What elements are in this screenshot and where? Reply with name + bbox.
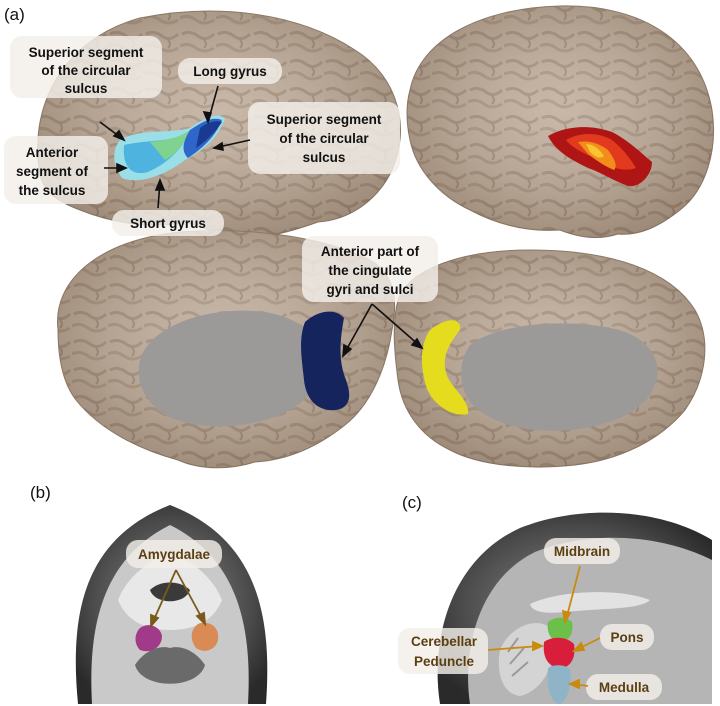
arrow-cingulate-left [343,303,373,355]
label-superior-segment-right-line1: Superior segment [267,112,382,127]
label-pons: Pons [600,624,654,650]
label-short-gyrus-text: Short gyrus [130,216,206,231]
label-superior-segment-left-line1: Superior segment [29,45,144,60]
label-superior-segment-left: Superior segment of the circular sulcus [10,36,162,98]
label-anterior-segment-line2: segment of [16,164,89,179]
label-midbrain-text: Midbrain [554,544,610,559]
label-superior-segment-right-line3: sulcus [303,150,346,165]
label-superior-segment-left-line3: sulcus [65,81,108,96]
label-midbrain: Midbrain [544,538,620,564]
arrow-cingulate-right [371,303,421,347]
right-lateral-hemisphere [406,5,715,238]
right-medial-hemisphere [393,249,706,468]
label-medulla: Medulla [586,674,662,700]
label-anterior-segment: Anterior segment of the sulcus [4,136,108,204]
panel-c-arrows [487,565,601,690]
sagittal-mri [437,512,712,704]
arrow-cerebellar-peduncle [487,645,541,651]
label-short-gyrus: Short gyrus [112,210,224,236]
arrow-amygdala-left [151,569,177,625]
panel-c-letter: (c) [402,493,422,512]
left-insula-region [114,115,225,181]
panel-a-arrows [99,85,424,358]
label-anterior-cingulate-line1: Anterior part of [321,244,420,259]
right-insula-region [548,127,652,187]
label-medulla-text: Medulla [599,680,650,695]
label-cerebellar-peduncle-line1: Cerebellar [411,634,478,649]
panel-a-letter: (a) [4,5,25,24]
label-anterior-cingulate-line2: the cingulate [328,263,412,278]
label-amygdalae-text: Amygdalae [138,547,211,562]
label-cerebellar-peduncle: Cerebellar Peduncle [398,628,488,674]
label-long-gyrus: Long gyrus [178,58,282,84]
coronal-mri [68,490,276,704]
label-amygdalae: Amygdalae [126,540,222,568]
panel-b-arrows [150,569,207,629]
panel-b-letter: (b) [30,483,51,502]
label-superior-segment-right-line2: of the circular [279,131,369,146]
label-superior-segment-left-line2: of the circular [41,63,131,78]
label-anterior-cingulate-line3: gyri and sulci [326,282,413,297]
label-superior-segment-right: Superior segment of the circular sulcus [248,102,400,174]
label-anterior-segment-line1: Anterior [26,145,79,160]
label-anterior-segment-line3: the sulcus [19,183,86,198]
arrow-amygdala-right [175,569,205,623]
label-anterior-cingulate: Anterior part of the cingulate gyri and … [302,236,438,302]
arrow-midbrain [565,565,581,621]
label-pons-text: Pons [610,630,643,645]
label-long-gyrus-text: Long gyrus [193,64,267,79]
label-cerebellar-peduncle-line2: Peduncle [414,654,475,669]
